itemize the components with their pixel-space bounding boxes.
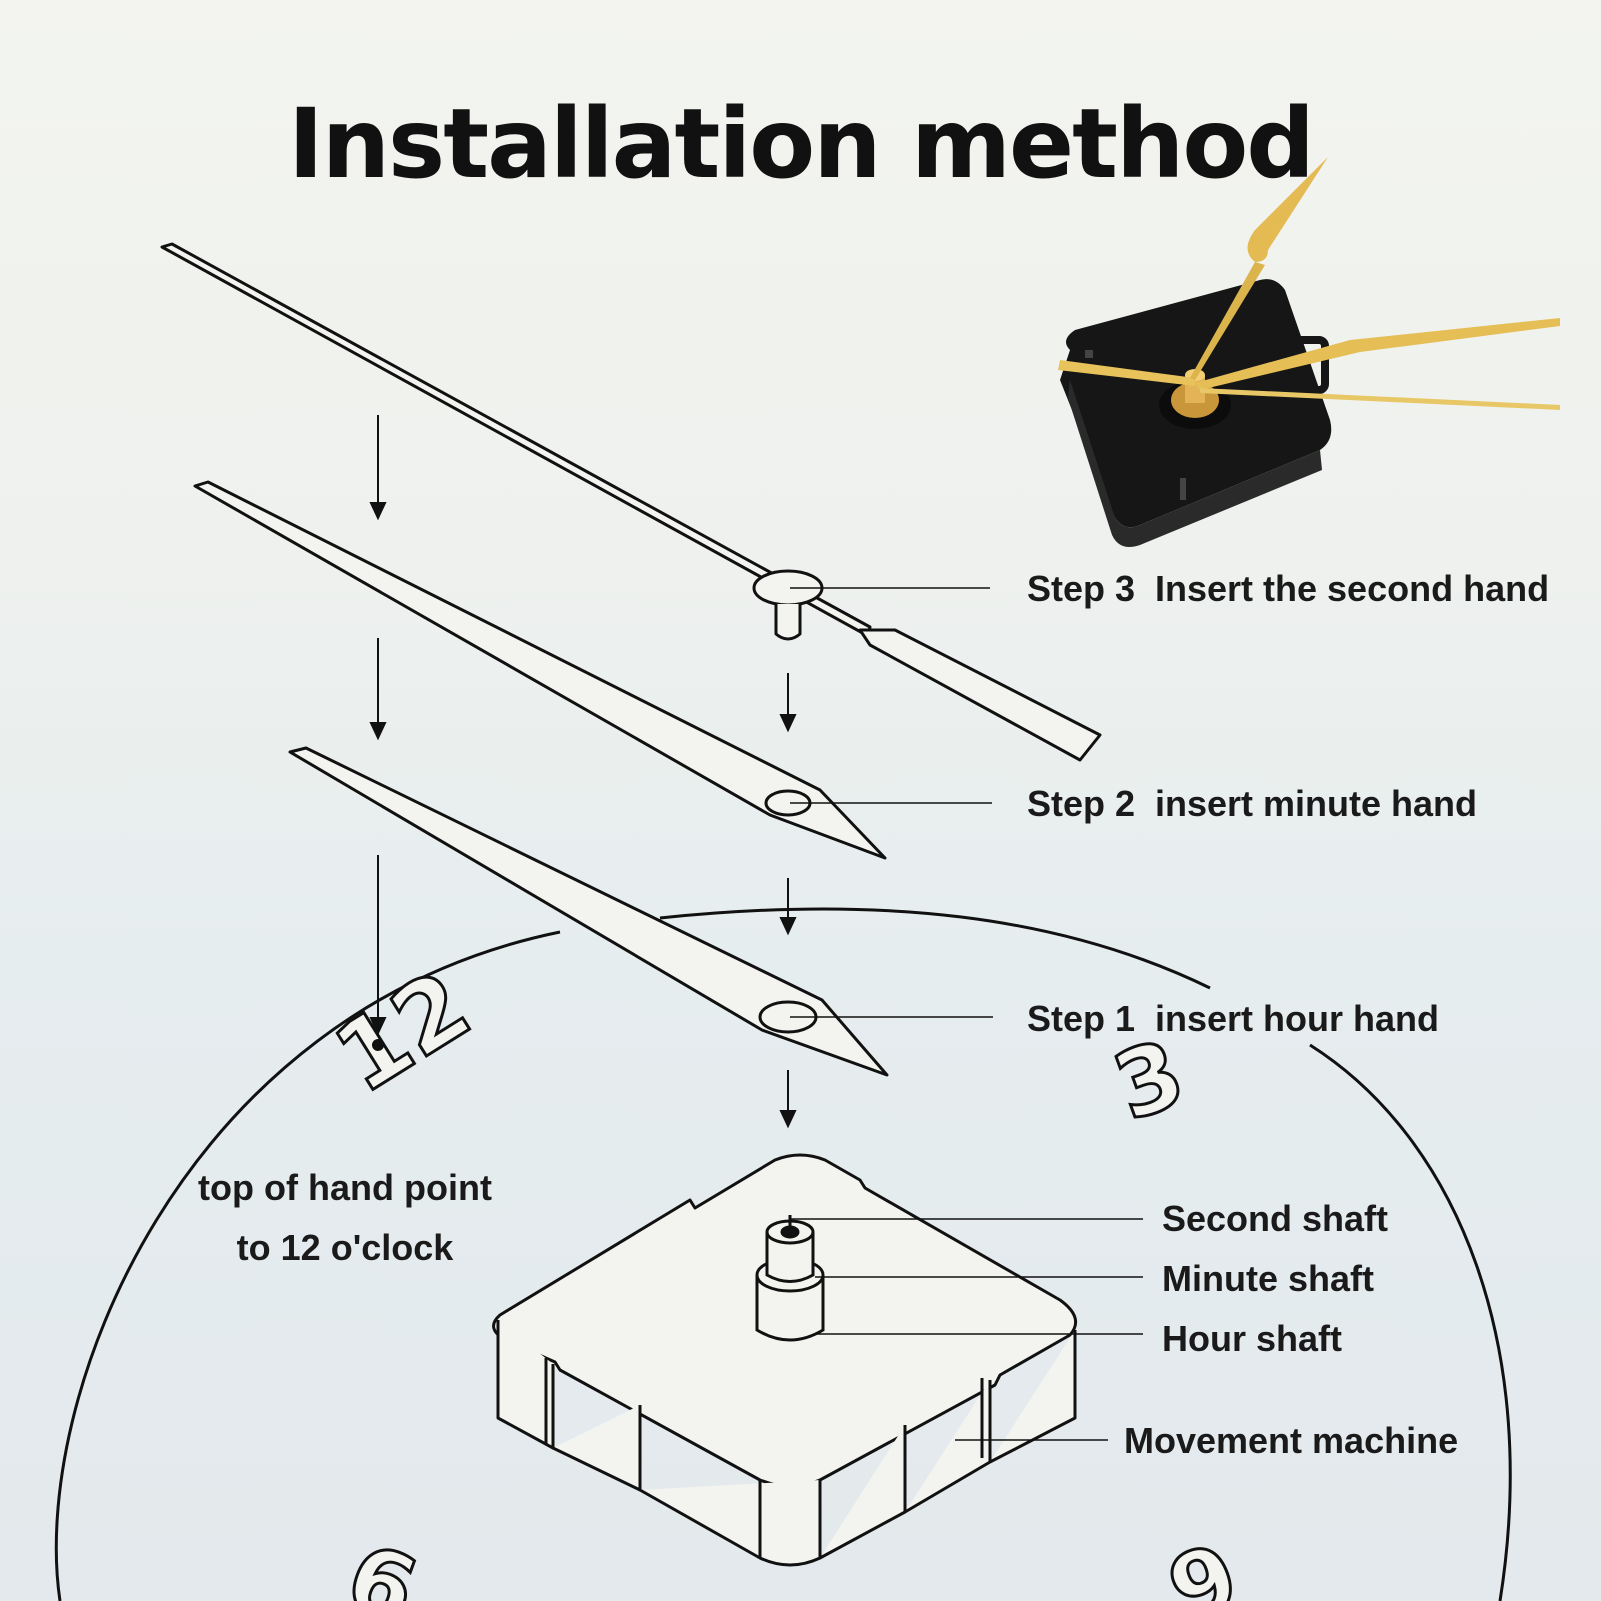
second-shaft-label: Second shaft (1162, 1198, 1389, 1239)
page-title: Installation method (287, 88, 1315, 200)
dial-number-9: 9 (334, 1520, 431, 1601)
step-3-number: Step 3 (1027, 568, 1136, 609)
step-2-text: insert minute hand (1155, 783, 1478, 824)
shaft-leader-lines (790, 1218, 1143, 1441)
hour-shaft-label: Hour shaft (1162, 1318, 1342, 1359)
minute-hand (193, 480, 887, 860)
movement-photo (1058, 157, 1560, 548)
clock-face (54, 907, 1512, 1601)
step-2-number: Step 2 (1027, 783, 1136, 824)
step-3-text: Insert the second hand (1155, 568, 1550, 609)
step-1-number: Step 1 (1027, 998, 1136, 1039)
hour-hand (288, 746, 889, 1077)
step-3-label: Step 3 Insert the second hand (1027, 568, 1549, 610)
step-2-label: Step 2 insert minute hand (1027, 783, 1477, 825)
arrows (369, 415, 797, 1129)
step-1-text: insert hour hand (1155, 998, 1440, 1039)
orientation-note-line-1: top of hand point (198, 1167, 492, 1208)
movement-machine (492, 1153, 1078, 1567)
dial-number-12: 12 (316, 949, 489, 1115)
shafts (755, 1215, 825, 1342)
step-1-label: Step 1 insert hour hand (1027, 998, 1439, 1040)
movement-machine-label: Movement machine (1124, 1420, 1459, 1461)
orientation-note-line-2: to 12 o'clock (236, 1227, 454, 1268)
dial-number-6: 6 (1154, 1520, 1251, 1601)
orientation-note: top of hand point to 12 o'clock (180, 1158, 510, 1278)
step-leader-lines (790, 587, 993, 1018)
second-hand (160, 242, 1102, 762)
minute-shaft-label: Minute shaft (1162, 1258, 1374, 1299)
